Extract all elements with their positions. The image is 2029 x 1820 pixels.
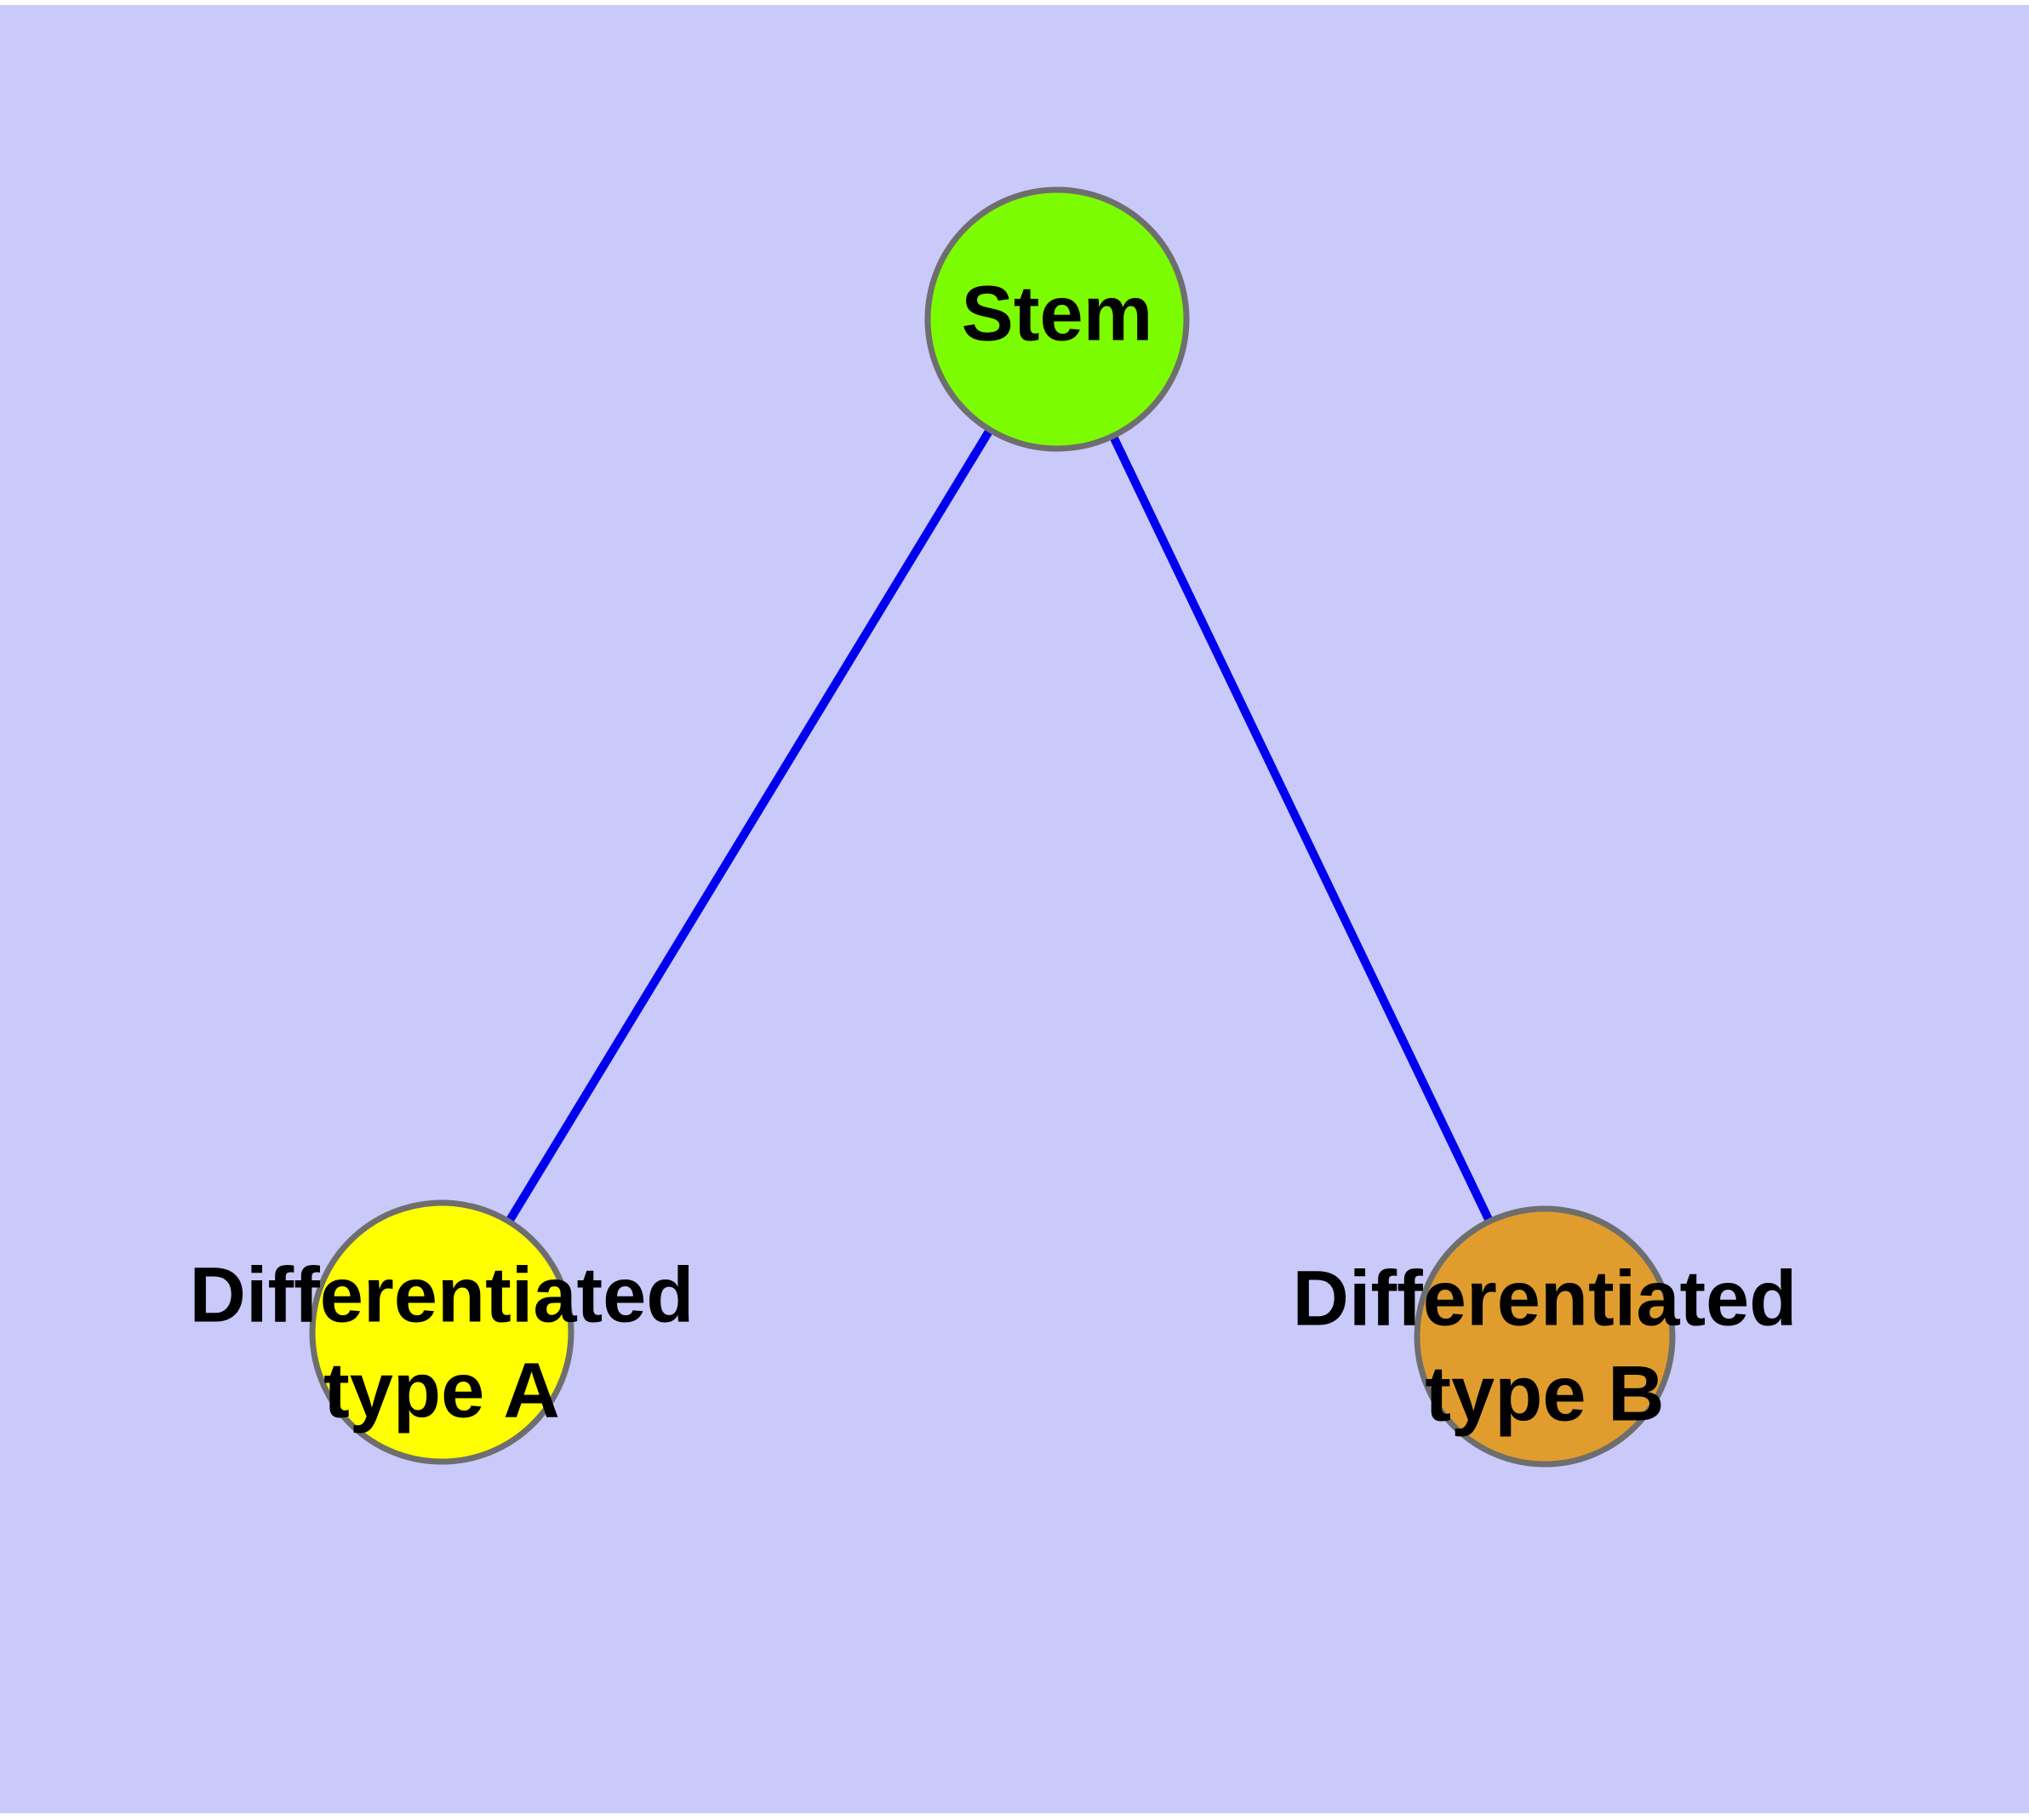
node-label-differentiated-type-a-line1: Differentiated — [190, 1251, 694, 1338]
node-stem[interactable] — [924, 186, 1190, 452]
node-label-stem: Stem — [962, 270, 1153, 357]
edge-stem-to-differentiated-type-b[interactable] — [1053, 315, 1549, 1341]
node-label-differentiated-type-b-line2: type B — [1425, 1350, 1664, 1437]
node-differentiated-type-b[interactable] — [1414, 1205, 1676, 1468]
node-label-differentiated-type-a-line2: type A — [323, 1347, 560, 1434]
edge-stem-to-differentiated-type-a[interactable] — [437, 315, 1061, 1336]
labels-layer: Stem Differentiated type A Differentiate… — [190, 270, 1798, 1437]
node-label-differentiated-type-b-line1: Differentiated — [1293, 1255, 1798, 1342]
node-differentiated-type-a[interactable] — [309, 1199, 574, 1465]
edges-layer — [437, 315, 1549, 1341]
nodes-layer — [309, 186, 1676, 1468]
